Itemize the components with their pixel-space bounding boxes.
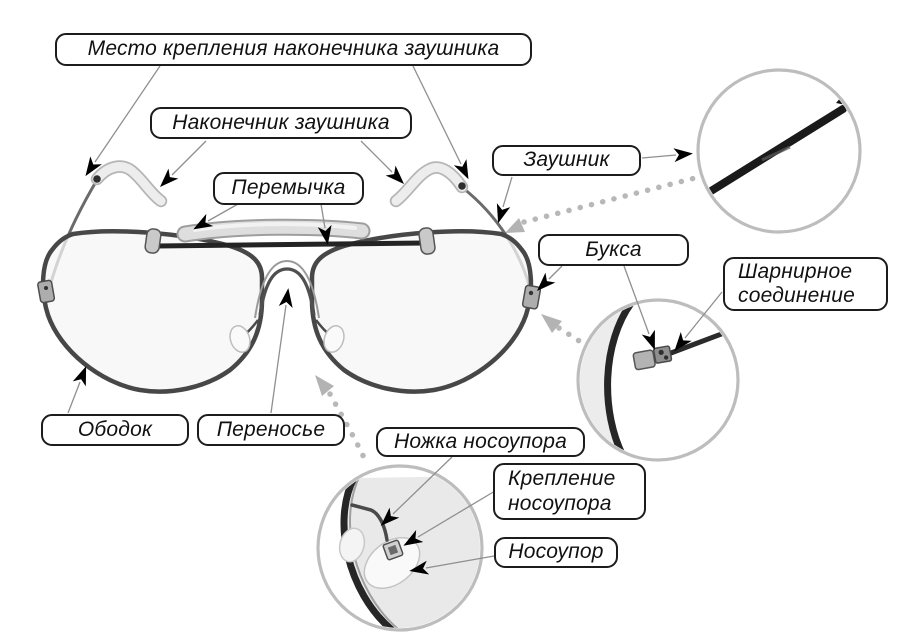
label-text-line2: соединение bbox=[738, 284, 856, 307]
leader-hinge-barrel-inset bbox=[623, 265, 655, 350]
label-text: Ободок bbox=[77, 417, 153, 441]
temple-tip-left bbox=[92, 162, 166, 206]
label-text: Переносье bbox=[216, 417, 326, 441]
leader-nose-pad bbox=[409, 555, 495, 575]
leader-hinge-barrel bbox=[536, 265, 563, 292]
inset-hinge-ring bbox=[576, 298, 740, 462]
glasses-photo bbox=[37, 160, 542, 394]
bridge-upper-wire bbox=[254, 259, 320, 319]
brow-bar-clamp-left bbox=[144, 228, 162, 254]
label-pad-arm: Ножка носоупора bbox=[376, 427, 585, 457]
temple-arm-closeup bbox=[700, 105, 847, 200]
leader-tip-attachment-left bbox=[85, 65, 161, 177]
label-bridge: Переносье bbox=[197, 414, 345, 446]
label-hinge-barrel: Букса bbox=[538, 234, 689, 266]
label-nose-pad: Носоупор bbox=[494, 537, 618, 568]
lens-right bbox=[309, 229, 534, 394]
inset-nosepad-ring bbox=[316, 464, 484, 632]
tip-attachment-bead-right bbox=[458, 182, 466, 190]
label-text: Заушник bbox=[523, 148, 610, 172]
label-text-line1: Крепление bbox=[508, 467, 616, 491]
dotted-line-hinge-inset bbox=[556, 325, 587, 347]
hinge-screw-left bbox=[44, 286, 48, 290]
inset-temple-closeup bbox=[696, 68, 862, 234]
hinge-screw-bottom bbox=[663, 355, 669, 360]
leader-brow-bar-left bbox=[193, 203, 239, 230]
label-text: Наконечник заушника bbox=[172, 110, 390, 134]
leader-hinge-joint-inset bbox=[674, 291, 723, 352]
nose-pad-back-closeup bbox=[338, 527, 366, 563]
leader-tip-attachment-right bbox=[412, 65, 469, 180]
label-brow-bar: Перемычка bbox=[213, 172, 364, 205]
label-text: Букса bbox=[585, 237, 642, 261]
leader-pad-arm bbox=[380, 456, 453, 526]
tip-attachment-bead-left bbox=[93, 175, 101, 183]
pad-arm-closeup bbox=[350, 503, 389, 542]
brow-bar-sleeve bbox=[178, 220, 369, 241]
nose-pad-left bbox=[229, 325, 251, 353]
hinge-barrel-right bbox=[521, 284, 542, 310]
leader-bridge bbox=[270, 288, 293, 414]
label-text-line1: Шарнирное bbox=[738, 259, 853, 283]
hinge-barrel-left bbox=[37, 279, 56, 304]
label-text: Перемычка bbox=[231, 176, 346, 200]
hinge-screw-right bbox=[528, 290, 534, 296]
bridge-wire bbox=[258, 267, 316, 316]
leader-arrows bbox=[67, 65, 723, 575]
dotted-line-temple-inset bbox=[521, 174, 702, 225]
label-text: Носоупор bbox=[508, 540, 604, 564]
gray-arrowhead-temple-inset bbox=[505, 218, 525, 233]
rim-closeup bbox=[604, 302, 635, 458]
label-temple: Заушник bbox=[492, 145, 641, 176]
lens-left bbox=[40, 229, 265, 394]
leader-temple-to-inset bbox=[641, 148, 693, 163]
label-pad-mount: Крепление носоупора bbox=[493, 463, 646, 520]
leader-temple-tip-left bbox=[159, 140, 207, 188]
label-rim: Ободок bbox=[41, 414, 189, 446]
label-text-line2: носоупора bbox=[508, 491, 612, 515]
label-temple-tip: Наконечник заушника bbox=[150, 107, 412, 139]
label-tip-attachment: Место крепления наконечника заушника bbox=[55, 33, 532, 66]
hinge-joint-closeup bbox=[652, 345, 673, 364]
inset-nosepad-closeup bbox=[316, 464, 484, 632]
leader-brow-bar-right bbox=[317, 203, 332, 245]
temple-tip-right bbox=[391, 163, 467, 206]
leader-temple bbox=[496, 176, 513, 224]
pad-mount-closeup bbox=[382, 539, 404, 561]
temple-engraving-mark bbox=[761, 145, 791, 162]
nose-pad-right bbox=[323, 325, 345, 353]
hinge-screw-top bbox=[658, 349, 664, 355]
pad-mount-screw bbox=[387, 544, 399, 556]
inset-hinge-bg bbox=[578, 300, 738, 460]
brow-bar bbox=[154, 240, 428, 249]
brow-bar-clamp-right bbox=[418, 227, 436, 255]
leader-rim bbox=[67, 366, 87, 414]
leader-pad-mount bbox=[403, 490, 496, 546]
label-hinge-joint: Шарнирное соединение bbox=[723, 257, 888, 311]
gray-arrowhead-nosepad-inset bbox=[315, 375, 334, 396]
inset-temple-ring bbox=[696, 68, 862, 234]
label-text: Место крепления наконечника заушника bbox=[87, 37, 500, 61]
dotted-connectors bbox=[315, 174, 702, 465]
dotted-line-nosepad-inset bbox=[327, 391, 369, 465]
hinge-barrel-closeup bbox=[632, 349, 656, 371]
label-text: Ножка носоупора bbox=[393, 429, 568, 453]
temple-end-wire bbox=[845, 94, 858, 105]
gray-arrowhead-hinge-inset bbox=[541, 314, 562, 333]
leader-temple-tip-right bbox=[360, 140, 405, 185]
hinge-assembly-closeup bbox=[632, 345, 673, 371]
inset-hinge-closeup bbox=[576, 298, 740, 462]
